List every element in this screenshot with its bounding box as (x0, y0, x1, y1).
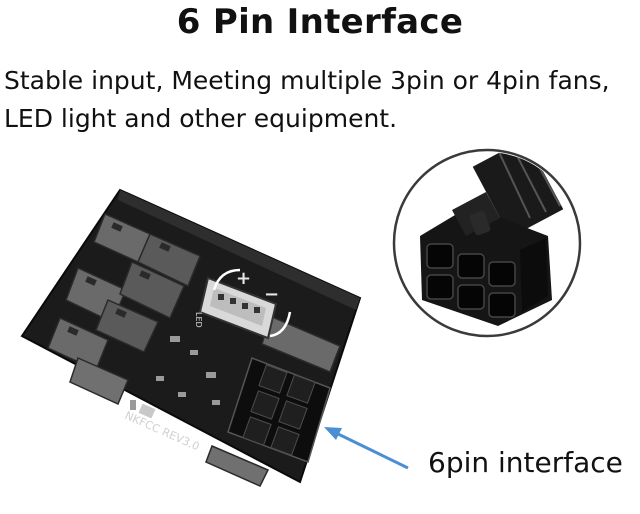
description: Stable input, Meeting multiple 3pin or 4… (4, 62, 636, 138)
pcb-board: NKFCC REV3.0 LED + − (20, 188, 362, 487)
page-title: 6 Pin Interface (176, 2, 464, 42)
description-line-2: LED light and other equipment. (4, 104, 398, 133)
power-socket (198, 276, 278, 340)
fan-header (47, 212, 341, 487)
arrow-head-icon (324, 427, 342, 440)
led-label: LED (194, 312, 203, 328)
minus-label: − (264, 284, 279, 305)
plus-label: + (236, 268, 251, 289)
callout-arrow (324, 427, 409, 470)
connector-closeup (392, 148, 582, 338)
six-pin-socket (227, 357, 331, 463)
description-line-1: Stable input, Meeting multiple 3pin or 4… (4, 66, 610, 95)
arrow-line (333, 430, 409, 470)
callout-label: 6pin interface (428, 446, 623, 479)
